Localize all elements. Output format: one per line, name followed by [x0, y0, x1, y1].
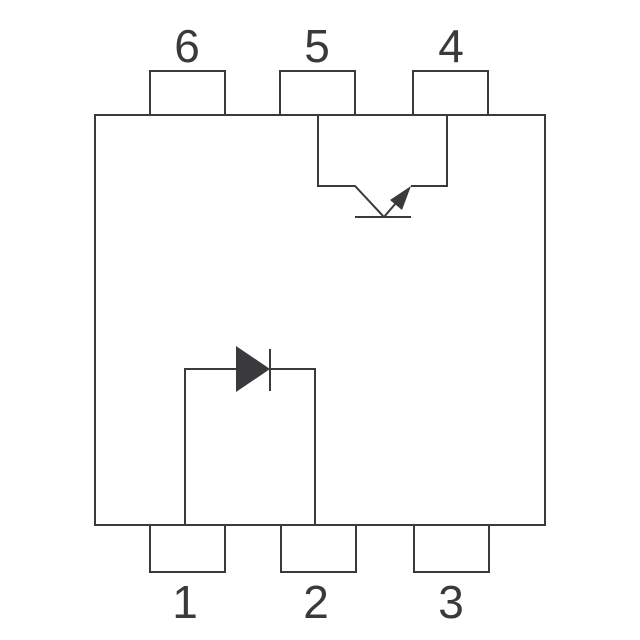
pin-label-6: 6 — [174, 20, 200, 72]
pin-4 — [412, 70, 489, 116]
pin-3 — [413, 524, 490, 573]
package-body — [94, 114, 546, 526]
pin-5 — [279, 70, 356, 116]
pin-1 — [149, 524, 226, 573]
pin-2 — [280, 524, 357, 573]
diode-triangle-icon — [236, 346, 270, 392]
pin-label-1: 1 — [172, 576, 198, 628]
phototransistor-symbol — [317, 115, 448, 218]
pin-label-4: 4 — [438, 20, 464, 72]
pin-label-5: 5 — [304, 20, 330, 72]
led-diode-symbol — [184, 346, 316, 525]
pin-6 — [149, 70, 226, 116]
pin-label-3: 3 — [438, 576, 464, 628]
emitter-arrow-icon — [390, 186, 411, 210]
pin-label-2: 2 — [303, 576, 329, 628]
